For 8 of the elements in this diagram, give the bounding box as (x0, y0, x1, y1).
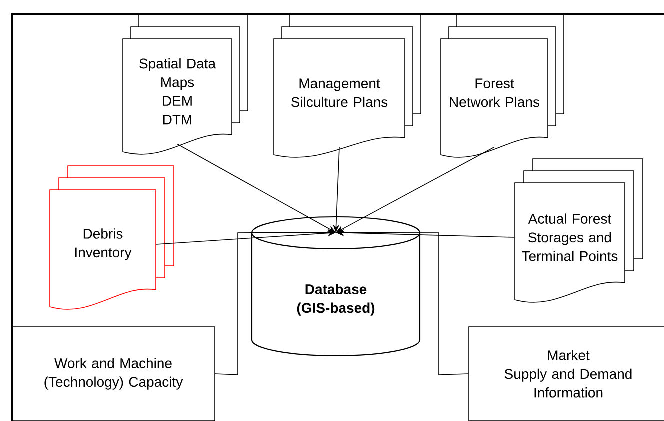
document-stack: Management Silculture Plans (274, 14, 422, 158)
document-stack: Debris Inventory (50, 166, 174, 310)
database-cylinder: Database (GIS-based) (251, 216, 421, 357)
document-stack: Spatial Data Maps DEM DTM (122, 14, 248, 155)
process-box: Market Supply and Demand Information (468, 326, 664, 421)
document-stack: Forest Network Plans (440, 14, 564, 158)
document-stack: Actual Forest Storages and Terminal Points (514, 158, 644, 303)
process-box: Work and Machine (Technology) Capacity (12, 326, 216, 421)
